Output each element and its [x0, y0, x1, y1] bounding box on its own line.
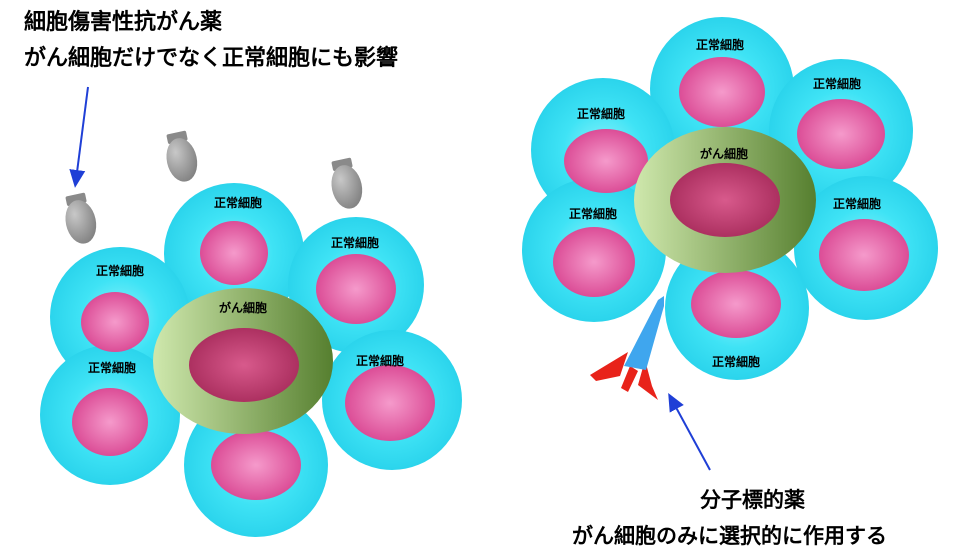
normal-nucleus	[316, 254, 396, 324]
normal-cell-label: 正常細胞	[712, 354, 760, 369]
cancer-nucleus	[670, 163, 780, 237]
normal-nucleus	[553, 227, 635, 297]
rocket-body	[624, 296, 664, 370]
cytotoxic-drug-title: 細胞傷害性抗がん薬	[24, 10, 223, 35]
normal-cell-label: 正常細胞	[96, 263, 144, 278]
cancer-cell-label: がん細胞	[700, 146, 748, 161]
normal-nucleus	[564, 129, 648, 193]
right-normal-nuclei	[553, 57, 909, 338]
normal-cell-label: 正常細胞	[569, 206, 617, 221]
normal-cell-label: 正常細胞	[813, 76, 861, 91]
normal-cell-label: 正常細胞	[577, 106, 625, 121]
normal-cell-label: 正常細胞	[696, 37, 744, 52]
cancer-cell-label: がん細胞	[219, 300, 267, 315]
pointer-arrow	[69, 86, 89, 188]
normal-nucleus	[691, 270, 781, 338]
normal-nucleus	[211, 430, 301, 500]
rocket-fin-left	[590, 352, 628, 381]
capsule-icon	[65, 192, 97, 244]
right-cell-cluster: 正常細胞 正常細胞 正常細胞 正常細胞 正常細胞 正常細胞 がん細胞	[522, 17, 938, 380]
cytotoxic-drug-description: がん細胞だけでなく正常細胞にも影響	[24, 46, 399, 71]
normal-nucleus	[819, 219, 909, 291]
normal-nucleus	[345, 365, 435, 441]
normal-cell-label: 正常細胞	[214, 195, 262, 210]
left-cell-cluster: 正常細胞 正常細胞 正常細胞 正常細胞 正常細胞 がん細胞	[40, 183, 462, 537]
normal-nucleus	[797, 99, 885, 169]
right-cancer-cell	[634, 127, 816, 273]
normal-nucleus	[81, 292, 149, 352]
normal-cell-label: 正常細胞	[88, 360, 136, 375]
cytotoxic-drugs	[65, 130, 363, 244]
normal-cell-label: 正常細胞	[833, 196, 881, 211]
normal-cell-label: 正常細胞	[331, 235, 379, 250]
capsule-icon	[166, 130, 198, 182]
left-cancer-cell	[153, 288, 333, 434]
targeted-drug-title: 分子標的薬	[700, 488, 805, 512]
rocket-icon	[590, 296, 664, 400]
rocket-fin-right	[638, 360, 658, 400]
rocket-fin-center	[621, 366, 638, 392]
right-cell-labels: 正常細胞 正常細胞 正常細胞 正常細胞 正常細胞 正常細胞 がん細胞	[569, 37, 881, 369]
normal-cell-label: 正常細胞	[356, 353, 404, 368]
normal-nucleus	[679, 57, 765, 127]
pointer-arrow	[668, 392, 711, 471]
left-cell-labels: 正常細胞 正常細胞 正常細胞 正常細胞 正常細胞 がん細胞	[88, 195, 404, 375]
capsule-icon	[331, 157, 363, 209]
cancer-nucleus	[189, 328, 299, 402]
normal-nucleus	[200, 221, 268, 285]
left-normal-nuclei	[72, 221, 435, 500]
targeted-drug-description: がん細胞のみに選択的に作用する	[572, 524, 887, 548]
normal-nucleus	[72, 388, 148, 456]
